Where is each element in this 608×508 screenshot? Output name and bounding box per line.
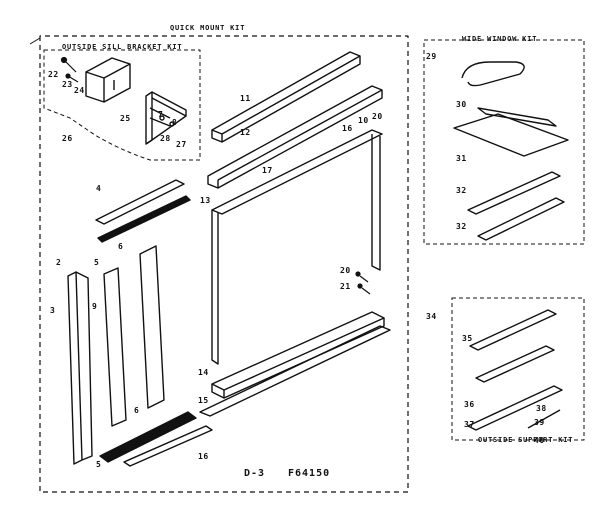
sill-bracket-kit-title: OUTSIDE SILL BRACKET KIT [62, 43, 183, 51]
label-part-4: 4 [96, 184, 102, 193]
wide-window-kit-title: WIDE WINDOW KIT [462, 35, 538, 43]
label-part-14: 14 [198, 368, 209, 377]
part-25-l-bracket [145, 91, 187, 145]
diagram-page-number: D-3 [244, 468, 266, 479]
part-30-plate [477, 107, 557, 127]
label-part-37: 37 [464, 420, 475, 429]
label-part-10: 10 [358, 116, 369, 125]
label-part-30: 30 [456, 100, 467, 109]
label-part-3: 3 [50, 306, 56, 315]
part-13-frame [211, 129, 383, 365]
label-part-2: 2 [56, 258, 62, 267]
label-part-6a: 6 [118, 242, 124, 251]
label-part-13: 13 [200, 196, 211, 205]
quick-mount-kit-border [39, 35, 409, 493]
label-part-12: 12 [240, 128, 251, 137]
label-part-22: 22 [48, 70, 59, 79]
label-part-6b: 6 [134, 406, 140, 415]
wide-window-kit-border [423, 39, 585, 245]
part-32-rails [467, 171, 565, 241]
part-2-foam-seal [67, 271, 93, 465]
part-24-bracket-block [85, 57, 131, 103]
label-part-31: 31 [456, 154, 467, 163]
label-part-39: 39 [534, 418, 545, 427]
label-part-32b: 32 [456, 222, 467, 231]
label-part-32a: 32 [456, 186, 467, 195]
sill-bracket-kit-border [43, 49, 201, 161]
part-4-panel [95, 179, 191, 243]
label-part-9: 9 [92, 302, 98, 311]
quick-mount-kit-title: QUICK MOUNT KIT [170, 24, 246, 32]
part-6-side-channels [103, 245, 165, 427]
label-part-17: 17 [262, 166, 273, 175]
label-part-28: 28 [160, 134, 171, 143]
part-15-bottom-strip [199, 325, 391, 417]
label-part-16a: 16 [342, 124, 353, 133]
part-29-u-channel [461, 61, 525, 87]
label-part-16b: 16 [198, 452, 209, 461]
label-part-20a: 20 [372, 112, 383, 121]
part-16-rail [123, 425, 213, 467]
label-part-20b: 20 [340, 266, 351, 275]
label-part-40: 40 [534, 436, 545, 445]
label-part-29: 29 [426, 52, 437, 61]
label-part-25: 25 [120, 114, 131, 123]
part-35-support-bar [469, 309, 557, 351]
part-36-support-channel [475, 345, 555, 383]
label-part-23: 23 [62, 80, 73, 89]
label-part-11: 11 [240, 94, 251, 103]
label-part-8: 8 [172, 118, 178, 127]
part-12-channel [207, 85, 383, 189]
part-20-21-screws [355, 271, 371, 295]
label-part-27: 27 [176, 140, 187, 149]
outside-support-kit-title: OUTSIDE SUPPORT KIT [478, 436, 574, 444]
part-5-seal-strip [99, 411, 197, 463]
label-part-7: 7 [158, 110, 164, 119]
label-part-38: 38 [536, 404, 547, 413]
label-part-26: 26 [62, 134, 73, 143]
outside-support-kit-border [451, 297, 585, 441]
label-part-24: 24 [74, 86, 85, 95]
part-22-23-screws [60, 56, 79, 83]
label-part-5b: 5 [96, 460, 102, 469]
label-part-5a: 5 [94, 258, 100, 267]
part-37-support-rail [467, 385, 563, 431]
label-part-36: 36 [464, 400, 475, 409]
part-11-top-rail [211, 51, 361, 143]
diagram-code: F64150 [288, 468, 331, 479]
label-part-34: 34 [426, 312, 437, 321]
part-14-bottom-rail [211, 311, 385, 399]
label-part-21: 21 [340, 282, 351, 291]
label-part-35: 35 [462, 334, 473, 343]
part-31-panel [453, 113, 569, 157]
label-part-15: 15 [198, 396, 209, 405]
